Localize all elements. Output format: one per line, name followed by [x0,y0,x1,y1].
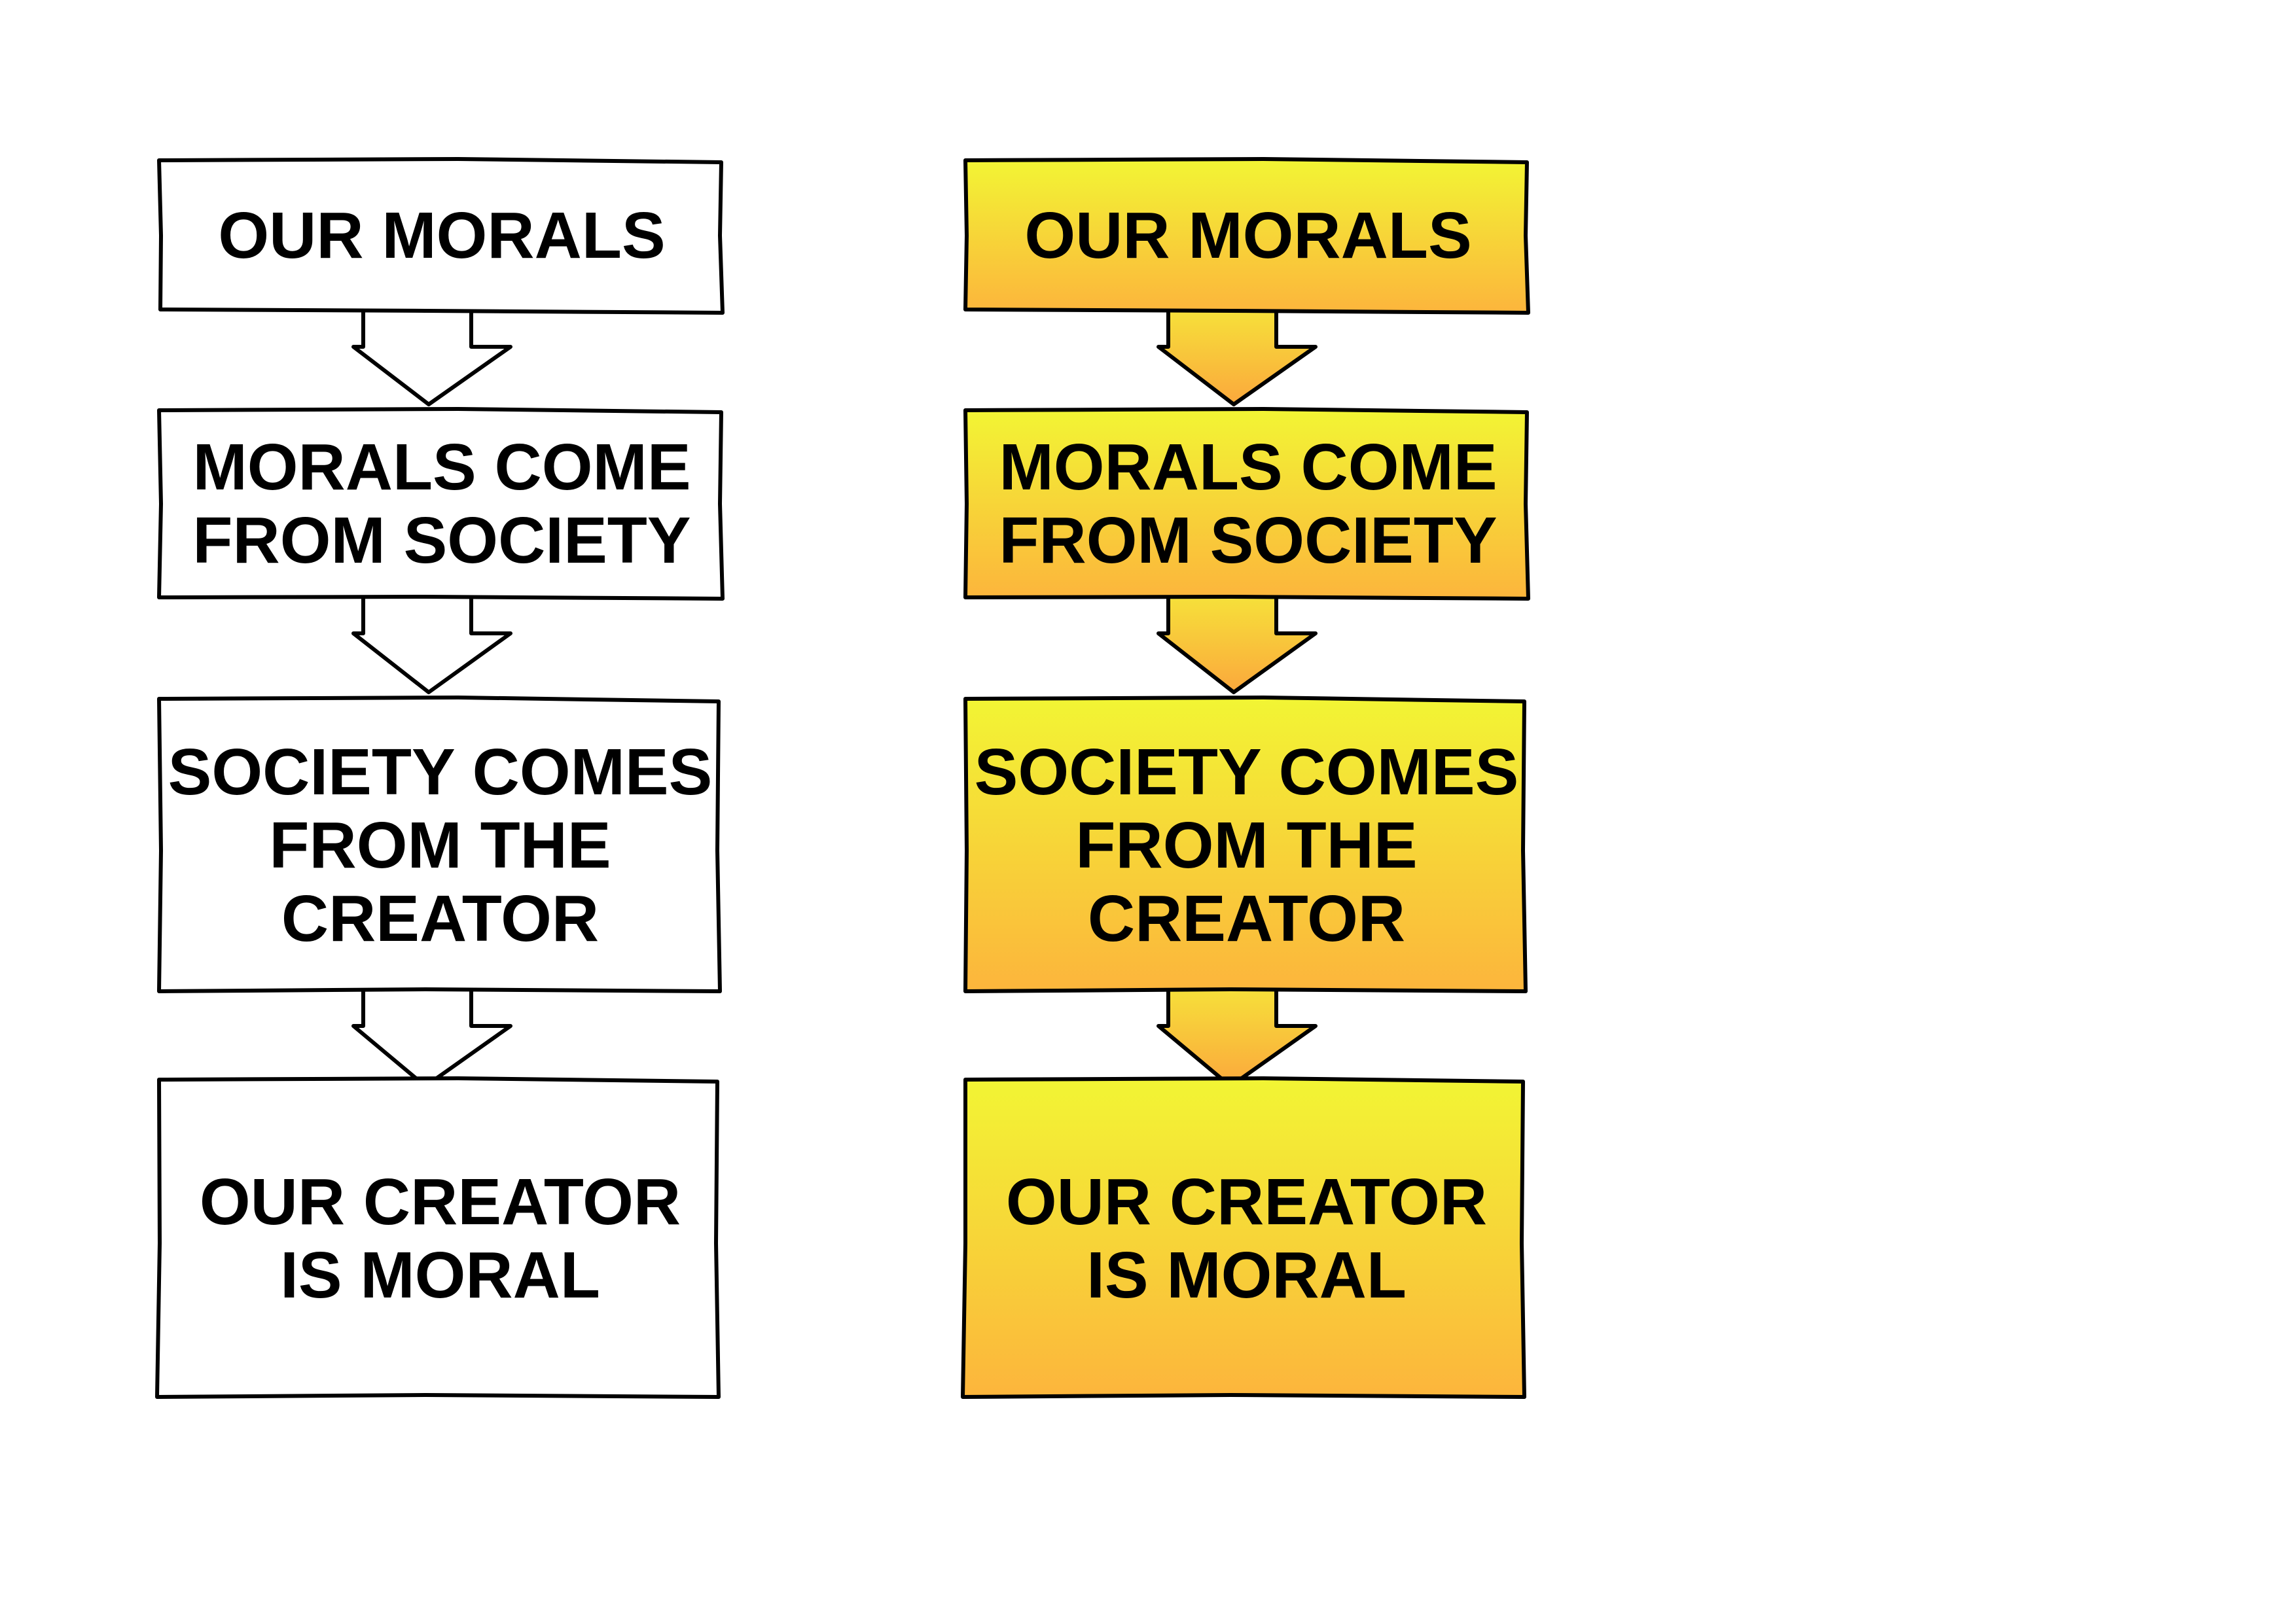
flow-arrow-2 [1157,592,1318,694]
flow-box-4 [961,1076,1526,1399]
flow-step-label: OUR MORALS [218,199,666,272]
flow-step-label: SOCIETY COMES FROM THE CREATOR [168,735,713,955]
flow-box-1 [963,157,1530,315]
flow-step-label: OUR CREATOR IS MORAL [199,1165,681,1312]
flow-arrow-3 [351,983,512,1088]
flow-box-2 [157,407,725,601]
flow-arrow-1 [1157,306,1318,406]
flow-box-2 [963,407,1530,601]
flow-step-label: OUR MORALS [1024,199,1472,272]
flow-box-3 [963,696,1528,993]
flow-box-3 [157,696,722,993]
flow-box-1 [157,157,725,315]
flow-step-label: SOCIETY COMES FROM THE CREATOR [974,735,1519,955]
flow-step-label: MORALS COME FROM SOCIETY [192,431,691,577]
flow-arrow-1 [351,306,512,406]
flowchart-plain [155,157,725,1399]
flow-arrow-2 [351,592,512,694]
flow-step-label: MORALS COME FROM SOCIETY [999,431,1498,577]
flow-arrow-3 [1157,983,1318,1088]
flowchart-gradient [961,157,1530,1399]
flow-box-4 [155,1076,721,1399]
flow-step-label: OUR CREATOR IS MORAL [1005,1165,1488,1312]
